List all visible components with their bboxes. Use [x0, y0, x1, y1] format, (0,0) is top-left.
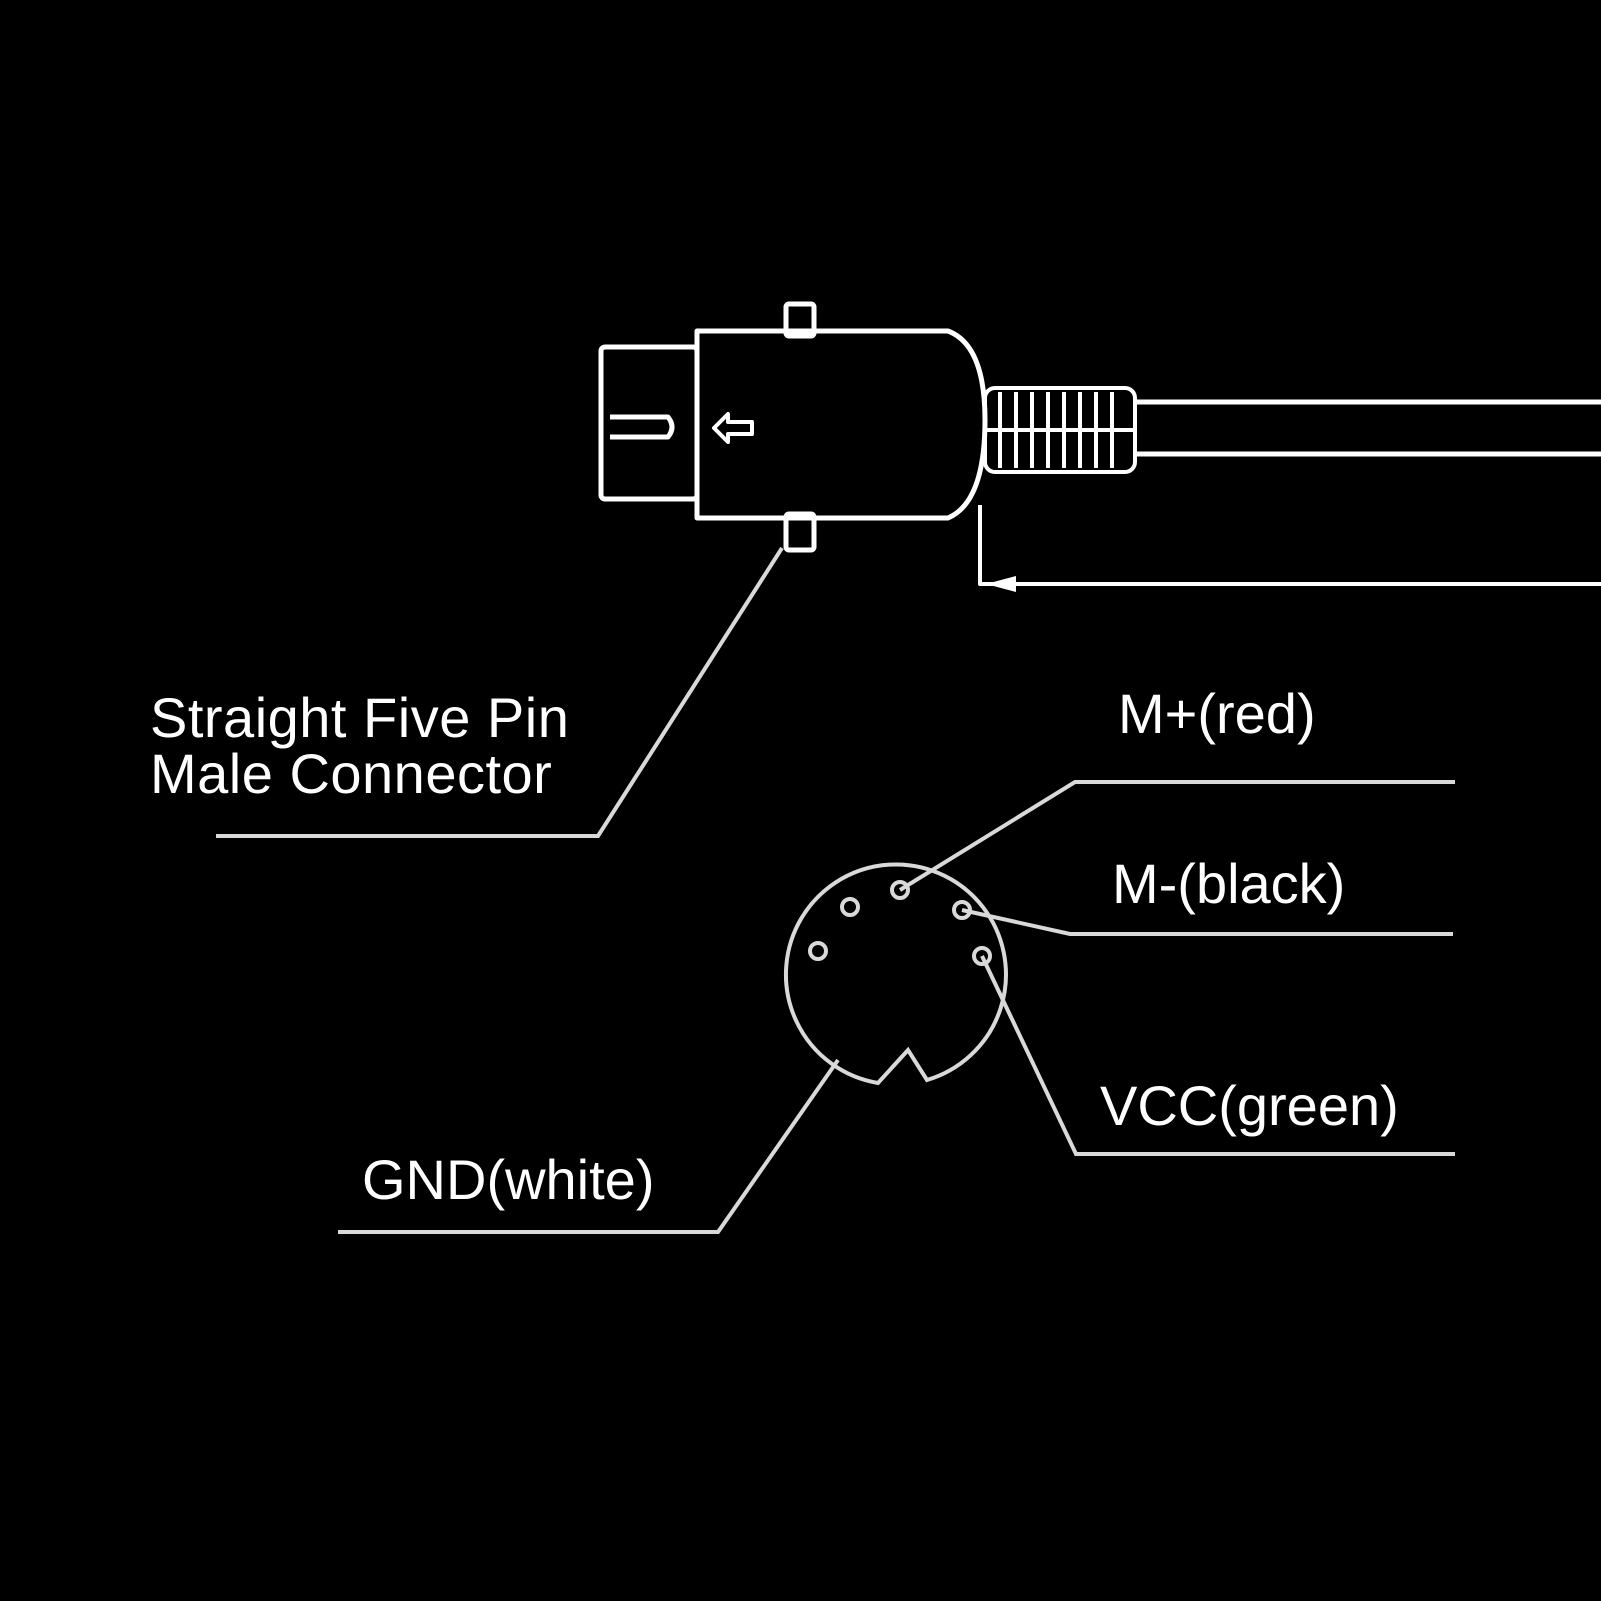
m-minus-leader	[962, 910, 1453, 934]
connector-plug-front	[601, 347, 697, 499]
connector-latch-bottom	[786, 514, 814, 550]
connector-side-view	[601, 304, 1601, 592]
pin-vcc	[974, 948, 990, 964]
pin-leaders	[338, 782, 1455, 1232]
connector-key-slot	[610, 417, 672, 437]
pin-face-view	[786, 864, 1006, 1083]
dimension-arrow-icon	[986, 576, 1016, 592]
pin-face-outline	[786, 864, 1006, 1083]
cable-length-dimension-line	[980, 505, 1601, 584]
connector-label-line1: Straight Five Pin	[150, 686, 570, 749]
connector-label-line2: Male Connector	[150, 742, 553, 805]
connector-body	[697, 331, 985, 518]
pin-label-gnd: GND(white)	[362, 1148, 655, 1211]
connector-label: Straight Five Pin Male Connector	[150, 690, 569, 802]
connector-label-leader	[216, 548, 782, 836]
strain-relief-ribs	[985, 392, 1135, 468]
pin-label-m-plus: M+(red)	[1118, 682, 1316, 745]
connector-latch-top	[786, 304, 814, 336]
pin-label-m-minus: M-(black)	[1112, 852, 1346, 915]
arrow-mark-icon	[714, 414, 752, 442]
pin-left-upper	[842, 899, 858, 915]
pin-left-lower	[810, 943, 826, 959]
pin-m-plus	[892, 882, 908, 898]
gnd-leader	[338, 1060, 838, 1232]
pin-label-vcc: VCC(green)	[1100, 1074, 1399, 1137]
vcc-leader	[982, 956, 1455, 1154]
m-plus-leader	[900, 782, 1455, 890]
